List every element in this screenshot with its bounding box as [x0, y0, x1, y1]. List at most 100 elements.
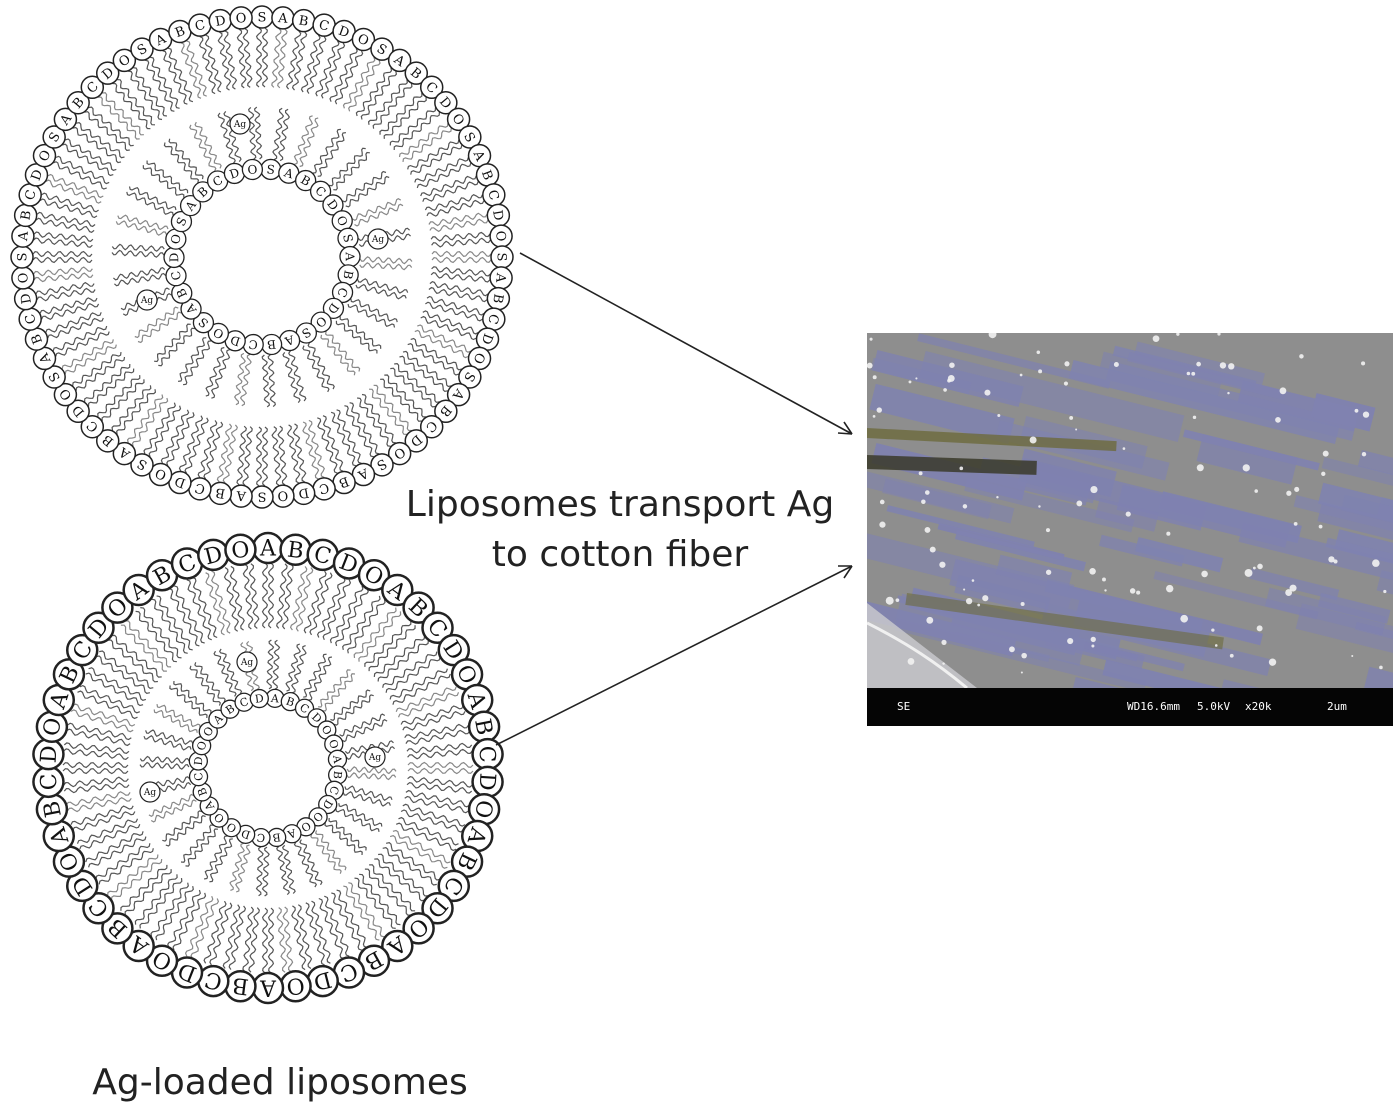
ag-nanoparticle: Ag [139, 781, 161, 803]
lipid-tail [242, 28, 253, 88]
sem-streak [949, 559, 1204, 647]
sem-particle [1166, 531, 1171, 536]
lipid-tail [66, 728, 131, 747]
lipid-head: C [80, 414, 105, 439]
sem-particle [1113, 362, 1119, 367]
lipid-tail [288, 350, 307, 402]
lipid-head: O [324, 734, 344, 754]
sem-particle [1227, 391, 1230, 395]
lipid-head-letter: A [259, 537, 277, 562]
lipid-head-letter: O [194, 740, 209, 753]
lipid-tail [183, 340, 212, 386]
lipid-head: D [163, 246, 185, 269]
sem-particle [1064, 361, 1070, 367]
lipid-head-letter: A [269, 692, 280, 706]
lipid-head: A [179, 194, 202, 217]
sem-fiber-band [905, 593, 1224, 650]
lipid-tail [143, 402, 176, 454]
sem-particle [1362, 411, 1370, 418]
sem-particle [885, 596, 894, 605]
sem-particle [1020, 601, 1025, 607]
lipid-tail [203, 421, 224, 480]
lipid-tail [145, 729, 194, 745]
lipid-tail [420, 175, 477, 197]
sem-particle [997, 413, 1001, 417]
lipid-tail [33, 266, 93, 277]
lipid-tail [117, 214, 169, 231]
lipid-head-letter: D [239, 826, 252, 841]
sem-particle [1165, 584, 1174, 593]
lipid-tail [373, 635, 426, 677]
lipid-head: C [324, 780, 344, 800]
lipid-head: O [489, 224, 513, 248]
lipid-tail [360, 70, 398, 120]
lipid-tail [405, 789, 470, 808]
lipid-tail [32, 256, 93, 264]
lipid-tail [47, 317, 104, 339]
lipid-tail [261, 27, 269, 88]
lipid-tail [286, 30, 302, 90]
lipid-tail [354, 203, 404, 227]
sem-streak [995, 420, 1170, 481]
lipid-head: B [450, 845, 484, 878]
lipid-tail [194, 121, 222, 169]
lipid-tail [88, 106, 134, 147]
lipid-tail [194, 662, 226, 703]
lipid-tail [293, 115, 314, 165]
lipid-tail [324, 822, 363, 856]
lipid-tail [184, 417, 209, 474]
lipid-tail [359, 256, 413, 265]
lipid-head: S [490, 245, 514, 269]
lipid-head: B [168, 19, 192, 44]
lipid-tail [149, 56, 180, 109]
lipid-tail [242, 563, 254, 630]
lipid-tail [111, 385, 152, 431]
lipid-tail [223, 567, 239, 632]
lipid-head: C [306, 538, 339, 572]
lipid-head: C [188, 13, 212, 37]
lipid-tail [72, 811, 136, 831]
lipid-tail [97, 375, 141, 417]
lipid-head-letter: S [340, 233, 355, 244]
lipid-head-letter: O [168, 233, 184, 246]
lipid-tail [335, 320, 378, 354]
ag-label: Ag [140, 296, 153, 306]
lipid-head: A [387, 48, 412, 73]
ag-nanoparticle: Ag [364, 746, 386, 768]
sem-particle [929, 546, 936, 553]
lipid-tail [142, 165, 185, 198]
lipid-tail [41, 192, 99, 213]
lipid-head: D [24, 163, 49, 187]
lipid-tail [253, 106, 263, 160]
lipid-head: B [467, 710, 501, 744]
sem-streak [937, 522, 1065, 561]
lipid-head: O [145, 944, 179, 978]
lipid-tail [293, 841, 317, 888]
lipid-head-letter: C [311, 542, 334, 570]
sem-particle [1021, 652, 1027, 659]
sem-streak [1295, 603, 1393, 674]
lipid-head-letter: D [489, 209, 506, 222]
ag-label: Ag [143, 788, 156, 798]
lipid-head: D [291, 481, 316, 506]
lipid-tail [395, 686, 457, 712]
sem-particle [1383, 589, 1387, 594]
lipid-tail [77, 690, 138, 720]
lipid-tail [352, 198, 402, 221]
lipid-tail [39, 297, 98, 315]
lipid-head: C [170, 547, 204, 580]
lipid-head: B [332, 470, 356, 495]
lipid-tail [398, 123, 449, 158]
lipid-head: A [278, 329, 301, 352]
lipid-head: C [421, 611, 454, 645]
lipid-tail [389, 835, 448, 869]
lipid-tail [335, 588, 369, 647]
sem-streak [1153, 571, 1319, 620]
sem-streak [1182, 429, 1320, 471]
lipid-head: A [327, 749, 348, 769]
sem-particle [1257, 563, 1263, 570]
lipid-head: B [24, 327, 49, 351]
lipid-tail [282, 844, 296, 894]
sem-particle [939, 561, 946, 568]
